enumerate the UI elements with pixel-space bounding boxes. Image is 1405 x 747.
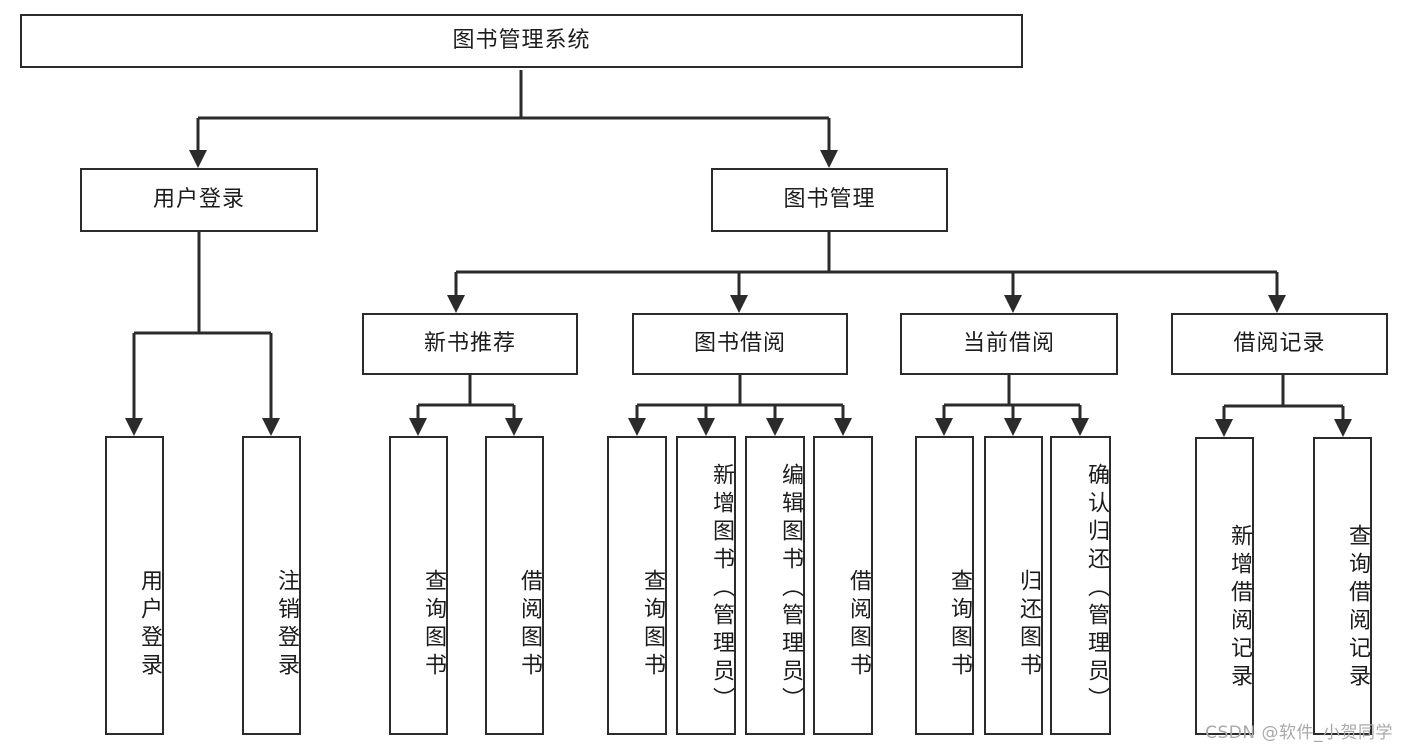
node-leaf-query-book-2[interactable]: 查询图书 xyxy=(607,436,667,735)
arrowhead-to-new-book-recommend xyxy=(447,295,465,313)
csdn-watermark: CSDN @软件_小贺同学 xyxy=(1205,723,1393,743)
node-leaf-borrow-book-2[interactable]: 借阅图书 xyxy=(813,436,873,735)
node-leaf-logout-login[interactable]: 注销登录 xyxy=(242,436,301,735)
node-leaf-edit-book-label: 编辑图书（管理员） xyxy=(778,462,803,715)
node-leaf-return-book[interactable]: 归还图书 xyxy=(984,436,1043,735)
arrowhead-to-book-borrow xyxy=(730,295,748,313)
node-leaf-add-record[interactable]: 新增借阅记录 xyxy=(1195,437,1254,735)
node-leaf-edit-book[interactable]: 编辑图书（管理员） xyxy=(745,436,805,735)
arrowhead-current-borrow-leaf-3 xyxy=(1071,418,1089,436)
node-new-book-recommend[interactable]: 新书推荐 xyxy=(362,313,578,375)
arrowhead-current-borrow-leaf-1 xyxy=(935,418,953,436)
node-borrow-record[interactable]: 借阅记录 xyxy=(1171,313,1388,375)
node-leaf-borrow-book-1-label: 借阅图书 xyxy=(517,568,542,681)
node-book-manage-label: 图书管理 xyxy=(783,186,876,212)
node-leaf-query-record[interactable]: 查询借阅记录 xyxy=(1313,437,1372,735)
node-leaf-return-book-label: 归还图书 xyxy=(1016,568,1041,681)
arrowhead-borrow-record-leaf-1 xyxy=(1215,419,1233,437)
arrowhead-to-current-borrow xyxy=(1004,295,1022,313)
node-leaf-query-book-3[interactable]: 查询图书 xyxy=(915,436,974,735)
node-user-login-label: 用户登录 xyxy=(152,186,245,212)
node-leaf-borrow-book-2-label: 借阅图书 xyxy=(846,568,871,681)
node-current-borrow-label: 当前借阅 xyxy=(962,330,1055,356)
node-new-book-recommend-label: 新书推荐 xyxy=(423,330,516,356)
node-leaf-query-book-2-label: 查询图书 xyxy=(640,568,665,681)
node-user-login[interactable]: 用户登录 xyxy=(80,168,318,232)
arrowhead-new-book-leaf-2 xyxy=(505,418,523,436)
node-leaf-add-book[interactable]: 新增图书（管理员） xyxy=(676,436,736,735)
node-borrow-record-label: 借阅记录 xyxy=(1233,330,1326,356)
arrowhead-user-login-leaf-2 xyxy=(262,418,280,436)
node-book-manage[interactable]: 图书管理 xyxy=(711,168,948,232)
node-leaf-confirm-return[interactable]: 确认归还（管理员） xyxy=(1050,436,1111,735)
node-leaf-add-book-label: 新增图书（管理员） xyxy=(709,462,734,715)
arrowhead-borrow-record-leaf-2 xyxy=(1334,419,1352,437)
node-book-borrow[interactable]: 图书借阅 xyxy=(632,313,848,375)
node-leaf-confirm-return-label: 确认归还（管理员） xyxy=(1084,462,1109,715)
node-leaf-query-book-3-label: 查询图书 xyxy=(947,568,972,681)
node-root[interactable]: 图书管理系统 xyxy=(20,14,1023,68)
arrowhead-book-borrow-leaf-4 xyxy=(834,418,852,436)
arrowhead-new-book-leaf-1 xyxy=(409,418,427,436)
node-leaf-user-login[interactable]: 用户登录 xyxy=(105,436,164,735)
arrowhead-book-borrow-leaf-3 xyxy=(766,418,784,436)
arrowhead-book-borrow-leaf-2 xyxy=(697,418,715,436)
arrowhead-root-to-user-login xyxy=(189,150,207,168)
arrowhead-to-borrow-record xyxy=(1268,295,1286,313)
node-leaf-borrow-book-1[interactable]: 借阅图书 xyxy=(485,436,544,735)
arrowhead-book-borrow-leaf-1 xyxy=(628,418,646,436)
arrowhead-user-login-leaf-1 xyxy=(125,418,143,436)
node-leaf-query-book-1-label: 查询图书 xyxy=(421,568,446,681)
arrowhead-root-to-book-manage xyxy=(820,150,838,168)
node-root-label: 图书管理系统 xyxy=(452,27,591,53)
node-leaf-query-book-1[interactable]: 查询图书 xyxy=(389,436,448,735)
node-leaf-user-login-label: 用户登录 xyxy=(137,568,162,681)
node-leaf-logout-login-label: 注销登录 xyxy=(274,568,299,681)
arrowhead-current-borrow-leaf-2 xyxy=(1004,418,1022,436)
node-leaf-add-record-label: 新增借阅记录 xyxy=(1227,524,1252,692)
node-leaf-query-record-label: 查询借阅记录 xyxy=(1345,524,1370,692)
node-current-borrow[interactable]: 当前借阅 xyxy=(900,313,1118,375)
node-book-borrow-label: 图书借阅 xyxy=(693,330,786,356)
